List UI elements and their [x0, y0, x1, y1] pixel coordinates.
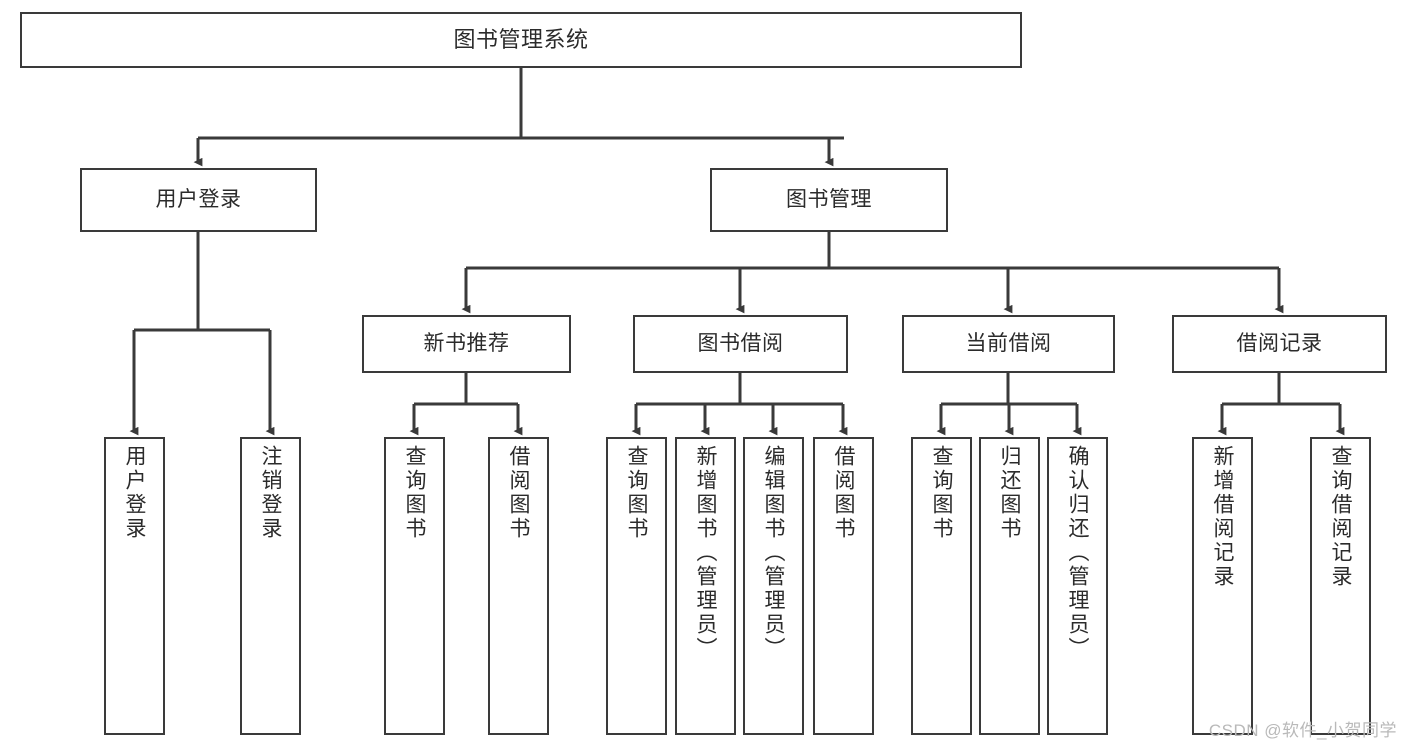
- node-leaf-add-record[interactable]: 新增借阅记录: [1192, 437, 1253, 735]
- node-new-book-rec[interactable]: 新书推荐: [362, 315, 571, 373]
- node-leaf-user-login[interactable]: 用户登录: [104, 437, 165, 735]
- node-leaf-query-book-1[interactable]: 查询图书: [384, 437, 445, 735]
- node-leaf-return-book-label: 归还图书: [998, 445, 1021, 541]
- node-borrow-record-label: 借阅记录: [1236, 331, 1323, 355]
- node-book-borrow-label: 图书借阅: [697, 331, 784, 355]
- node-leaf-add-book-label: 新增图书（管理员）: [694, 445, 717, 661]
- node-leaf-return-book[interactable]: 归还图书: [979, 437, 1040, 735]
- node-root-label: 图书管理系统: [453, 27, 589, 53]
- node-book-mgmt[interactable]: 图书管理: [710, 168, 948, 232]
- node-user-login-label: 用户登录: [155, 187, 242, 211]
- node-current-borrow-label: 当前借阅: [965, 331, 1052, 355]
- node-leaf-edit-book-label: 编辑图书（管理员）: [762, 445, 785, 661]
- node-leaf-borrow-book-2[interactable]: 借阅图书: [813, 437, 874, 735]
- node-leaf-query-book-1-label: 查询图书: [403, 445, 426, 541]
- node-leaf-logout[interactable]: 注销登录: [240, 437, 301, 735]
- node-leaf-query-book-3-label: 查询图书: [930, 445, 953, 541]
- node-leaf-borrow-book-1-label: 借阅图书: [507, 445, 530, 541]
- node-leaf-add-record-label: 新增借阅记录: [1211, 445, 1234, 589]
- node-leaf-query-book-2[interactable]: 查询图书: [606, 437, 667, 735]
- node-book-borrow[interactable]: 图书借阅: [633, 315, 848, 373]
- node-leaf-add-book[interactable]: 新增图书（管理员）: [675, 437, 736, 735]
- node-user-login[interactable]: 用户登录: [80, 168, 317, 232]
- node-leaf-query-record-label: 查询借阅记录: [1329, 445, 1352, 589]
- node-leaf-query-record[interactable]: 查询借阅记录: [1310, 437, 1371, 735]
- node-new-book-rec-label: 新书推荐: [423, 331, 510, 355]
- node-root[interactable]: 图书管理系统: [20, 12, 1022, 68]
- node-current-borrow[interactable]: 当前借阅: [902, 315, 1115, 373]
- node-leaf-logout-label: 注销登录: [259, 445, 282, 541]
- node-leaf-confirm-return[interactable]: 确认归还（管理员）: [1047, 437, 1108, 735]
- node-leaf-query-book-2-label: 查询图书: [625, 445, 648, 541]
- node-leaf-query-book-3[interactable]: 查询图书: [911, 437, 972, 735]
- node-leaf-edit-book[interactable]: 编辑图书（管理员）: [743, 437, 804, 735]
- node-leaf-borrow-book-2-label: 借阅图书: [832, 445, 855, 541]
- watermark: CSDN @软件_小贺同学: [1208, 721, 1397, 740]
- node-borrow-record[interactable]: 借阅记录: [1172, 315, 1387, 373]
- node-leaf-user-login-label: 用户登录: [123, 445, 146, 541]
- node-book-mgmt-label: 图书管理: [786, 187, 872, 211]
- node-leaf-confirm-return-label: 确认归还（管理员）: [1066, 445, 1089, 661]
- node-leaf-borrow-book-1[interactable]: 借阅图书: [488, 437, 549, 735]
